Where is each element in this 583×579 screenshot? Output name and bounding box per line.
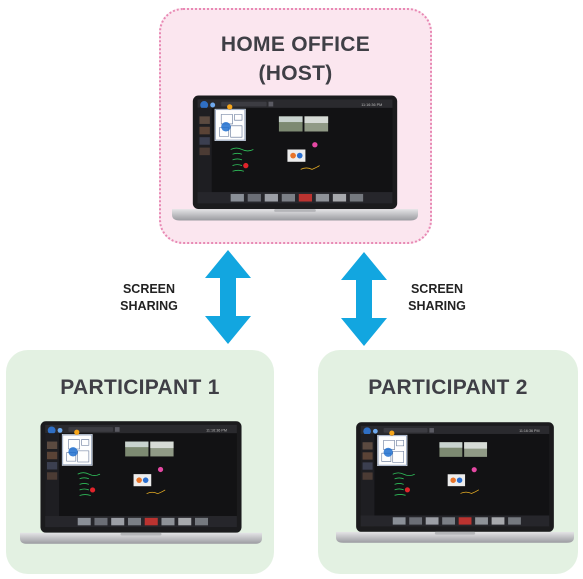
- participant-2-screen-clock: 11:16:36 PM: [519, 429, 539, 433]
- participant-2-title: PARTICIPANT 2: [368, 376, 528, 399]
- screen-sharing-label-left: SCREEN SHARING: [104, 281, 194, 315]
- participant-1-title: PARTICIPANT 1: [60, 376, 220, 399]
- host-laptop-image: 11:16:36 PM: [172, 95, 418, 221]
- screen-sharing-label-left-line1: SCREEN: [122, 282, 176, 296]
- screen-sharing-label-left-line2: SHARING: [120, 299, 178, 313]
- host-screen-clock: 11:16:36 PM: [361, 103, 382, 107]
- screen-sharing-label-right-line1: SCREEN: [410, 282, 464, 296]
- screen-sharing-label-right-line2: SHARING: [408, 299, 466, 313]
- participant-1-laptop-image: 11:16:36 PM: [20, 420, 262, 545]
- host-title-line1: HOME OFFICE: [220, 33, 371, 56]
- screen-sharing-arrow-right: [341, 252, 387, 346]
- screen-sharing-arrow-left: [205, 250, 251, 344]
- host-title-line2: (HOST): [258, 62, 333, 85]
- screen-sharing-label-right: SCREEN SHARING: [392, 281, 482, 315]
- participant-1-screen-clock: 11:16:36 PM: [206, 428, 227, 432]
- participant-2-laptop-image: 11:16:36 PM: [336, 420, 574, 545]
